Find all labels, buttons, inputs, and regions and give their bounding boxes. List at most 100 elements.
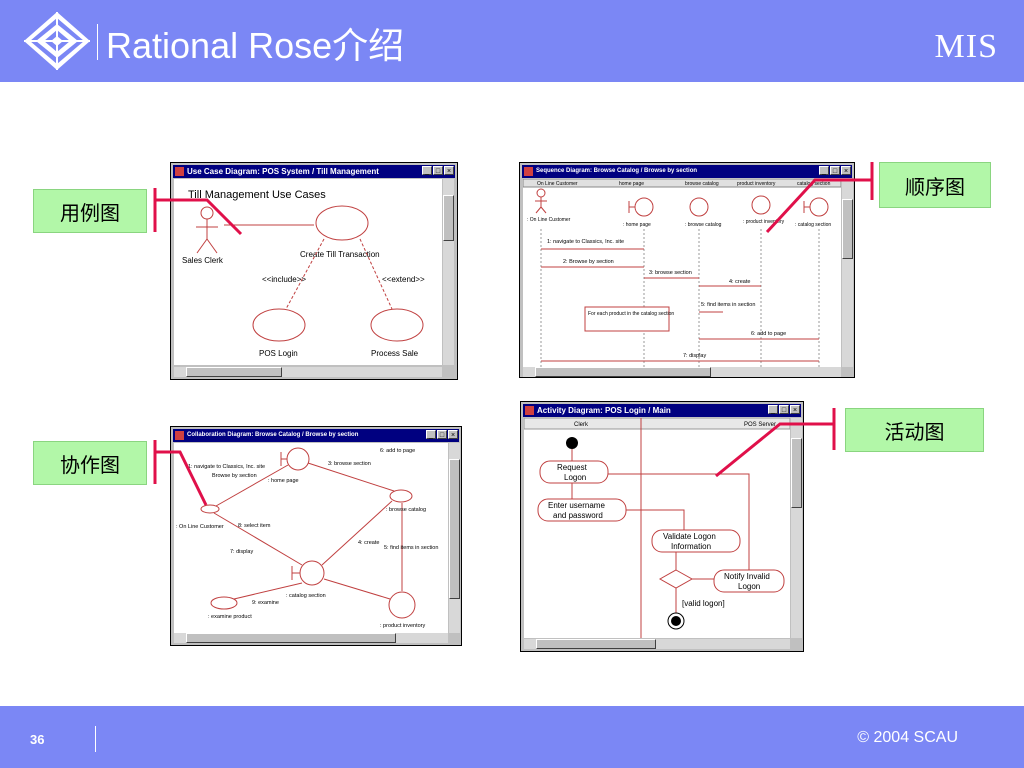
collab-msg-4: 4: create (358, 540, 379, 546)
scroll-thumb[interactable] (842, 199, 853, 259)
collab-msg-3: 3: browse section (328, 461, 371, 467)
callout-line-sequence (765, 178, 872, 234)
maximize-icon[interactable]: □ (437, 430, 447, 439)
include-label: <<include>> (262, 275, 306, 284)
use-case-login (252, 308, 306, 342)
scroll-thumb[interactable] (536, 639, 656, 649)
header-bar: Rational Rose介绍 MIS (0, 0, 1024, 82)
notify-invalid-line2: Logon (738, 582, 760, 591)
vertical-scrollbar[interactable] (443, 179, 454, 365)
object-catalog: : catalog section (795, 222, 831, 228)
collab-obj-catalog: : catalog section (286, 593, 326, 599)
actor-label: Sales Clerk (182, 256, 224, 265)
callout-line-activity (715, 422, 834, 478)
scroll-thumb[interactable] (449, 459, 460, 599)
app-icon (524, 167, 533, 176)
scroll-thumb[interactable] (791, 438, 802, 508)
close-icon[interactable]: × (444, 166, 454, 175)
maximize-icon[interactable]: □ (830, 166, 840, 175)
window-controls: _□× (819, 166, 851, 175)
collab-msg-1: 1: navigate to Classics, Inc. site (188, 464, 265, 470)
header-catalog: catalog section (797, 181, 831, 187)
activity-titlebar: Activity Diagram: POS Login / Main (523, 404, 801, 417)
use-case-process-label: Process Sale (371, 349, 419, 358)
activity-request-logon (539, 460, 609, 484)
product-inventory-object-icon (751, 195, 771, 215)
window-controls: _□× (426, 430, 458, 439)
collab-obj-browse: : browse catalog (386, 507, 426, 513)
scroll-thumb[interactable] (186, 367, 282, 377)
diamond-logo-icon (24, 12, 90, 70)
close-icon[interactable]: × (448, 430, 458, 439)
maximize-icon[interactable]: □ (433, 166, 443, 175)
horizontal-scrollbar[interactable] (174, 367, 442, 377)
lane-clerk: Clerk (574, 422, 589, 428)
validate-logon-line2: Information (671, 542, 711, 551)
activity-canvas: Clerk POS Server Request Logon Enter use… (524, 418, 790, 638)
enter-username-line2: and password (553, 511, 603, 520)
include-line (285, 238, 325, 310)
customer-object-icon (200, 504, 220, 514)
activity-validate-logon (651, 529, 741, 553)
vertical-scrollbar[interactable] (842, 179, 853, 367)
guard-valid-logon: [valid logon] (682, 599, 725, 608)
sequence-titlebar: Sequence Diagram: Browse Catalog / Brows… (522, 165, 852, 178)
collab-msg-8: 8: select item (238, 523, 271, 529)
horizontal-scrollbar[interactable] (523, 367, 841, 377)
app-icon (175, 431, 184, 440)
app-icon (525, 406, 534, 415)
product-inventory-object-icon (388, 591, 416, 619)
scroll-thumb[interactable] (535, 367, 711, 377)
msg-3: 3: browse section (649, 270, 692, 276)
label-use-case: 用例图 (33, 189, 147, 233)
browse-catalog-object-icon (689, 197, 709, 217)
close-icon[interactable]: × (790, 405, 800, 414)
collab-obj-customer: : On Line Customer (176, 524, 224, 530)
note-text: For each product in the catalog section (588, 311, 674, 317)
horizontal-scrollbar[interactable] (174, 633, 448, 643)
label-collaboration: 协作图 (33, 441, 147, 485)
page-number: 36 (30, 732, 45, 747)
msg-6: 6: add to page (751, 331, 786, 337)
maximize-icon[interactable]: □ (779, 405, 789, 414)
scroll-thumb[interactable] (443, 195, 454, 241)
slide-title: Rational Rose介绍 (106, 25, 405, 66)
msg-1: 1: navigate to Classics, Inc. site (547, 239, 624, 245)
minimize-icon[interactable]: _ (426, 430, 436, 439)
collaboration-window-title: Collaboration Diagram: Browse Catalog / … (187, 432, 359, 438)
browse-catalog-object-icon (389, 489, 413, 503)
copyright: © 2004 SCAU (857, 729, 958, 746)
sequence-window-title: Sequence Diagram: Browse Catalog / Brows… (536, 168, 698, 174)
start-node-icon (566, 437, 578, 449)
label-sequence: 顺序图 (879, 162, 991, 208)
use-case-create-label: Create Till Transaction (300, 250, 380, 259)
horizontal-scrollbar[interactable] (524, 639, 790, 649)
msg-4: 4: create (729, 279, 750, 285)
minimize-icon[interactable]: _ (422, 166, 432, 175)
callout-line-collaboration (155, 450, 208, 506)
enter-username-line1: Enter username (548, 501, 605, 510)
minimize-icon[interactable]: _ (819, 166, 829, 175)
use-case-heading: Till Management Use Cases (188, 189, 326, 201)
header-inventory: product inventory (737, 181, 776, 187)
minimize-icon[interactable]: _ (768, 405, 778, 414)
msg-2: 2: Browse by section (563, 259, 614, 265)
object-home: : home page (623, 222, 651, 228)
sales-clerk-actor-icon (196, 206, 218, 254)
activity-window-title: Activity Diagram: POS Login / Main (537, 406, 671, 415)
collab-msg-9: 9: examine (252, 600, 279, 606)
close-icon[interactable]: × (841, 166, 851, 175)
use-case-create (315, 205, 369, 241)
vertical-scrollbar[interactable] (449, 443, 460, 633)
request-logon-line1: Request (557, 463, 588, 472)
use-case-titlebar: Use Case Diagram: POS System / Till Mana… (173, 165, 455, 178)
use-case-window-title: Use Case Diagram: POS System / Till Mana… (187, 167, 379, 176)
scroll-thumb[interactable] (186, 633, 396, 643)
collab-msg-6: 6: add to page (380, 448, 415, 454)
app-icon (175, 167, 184, 176)
window-controls: _□× (768, 405, 800, 414)
vertical-scrollbar[interactable] (791, 418, 802, 638)
customer-actor-icon (535, 188, 547, 214)
object-inventory: : product inventory (743, 219, 785, 225)
